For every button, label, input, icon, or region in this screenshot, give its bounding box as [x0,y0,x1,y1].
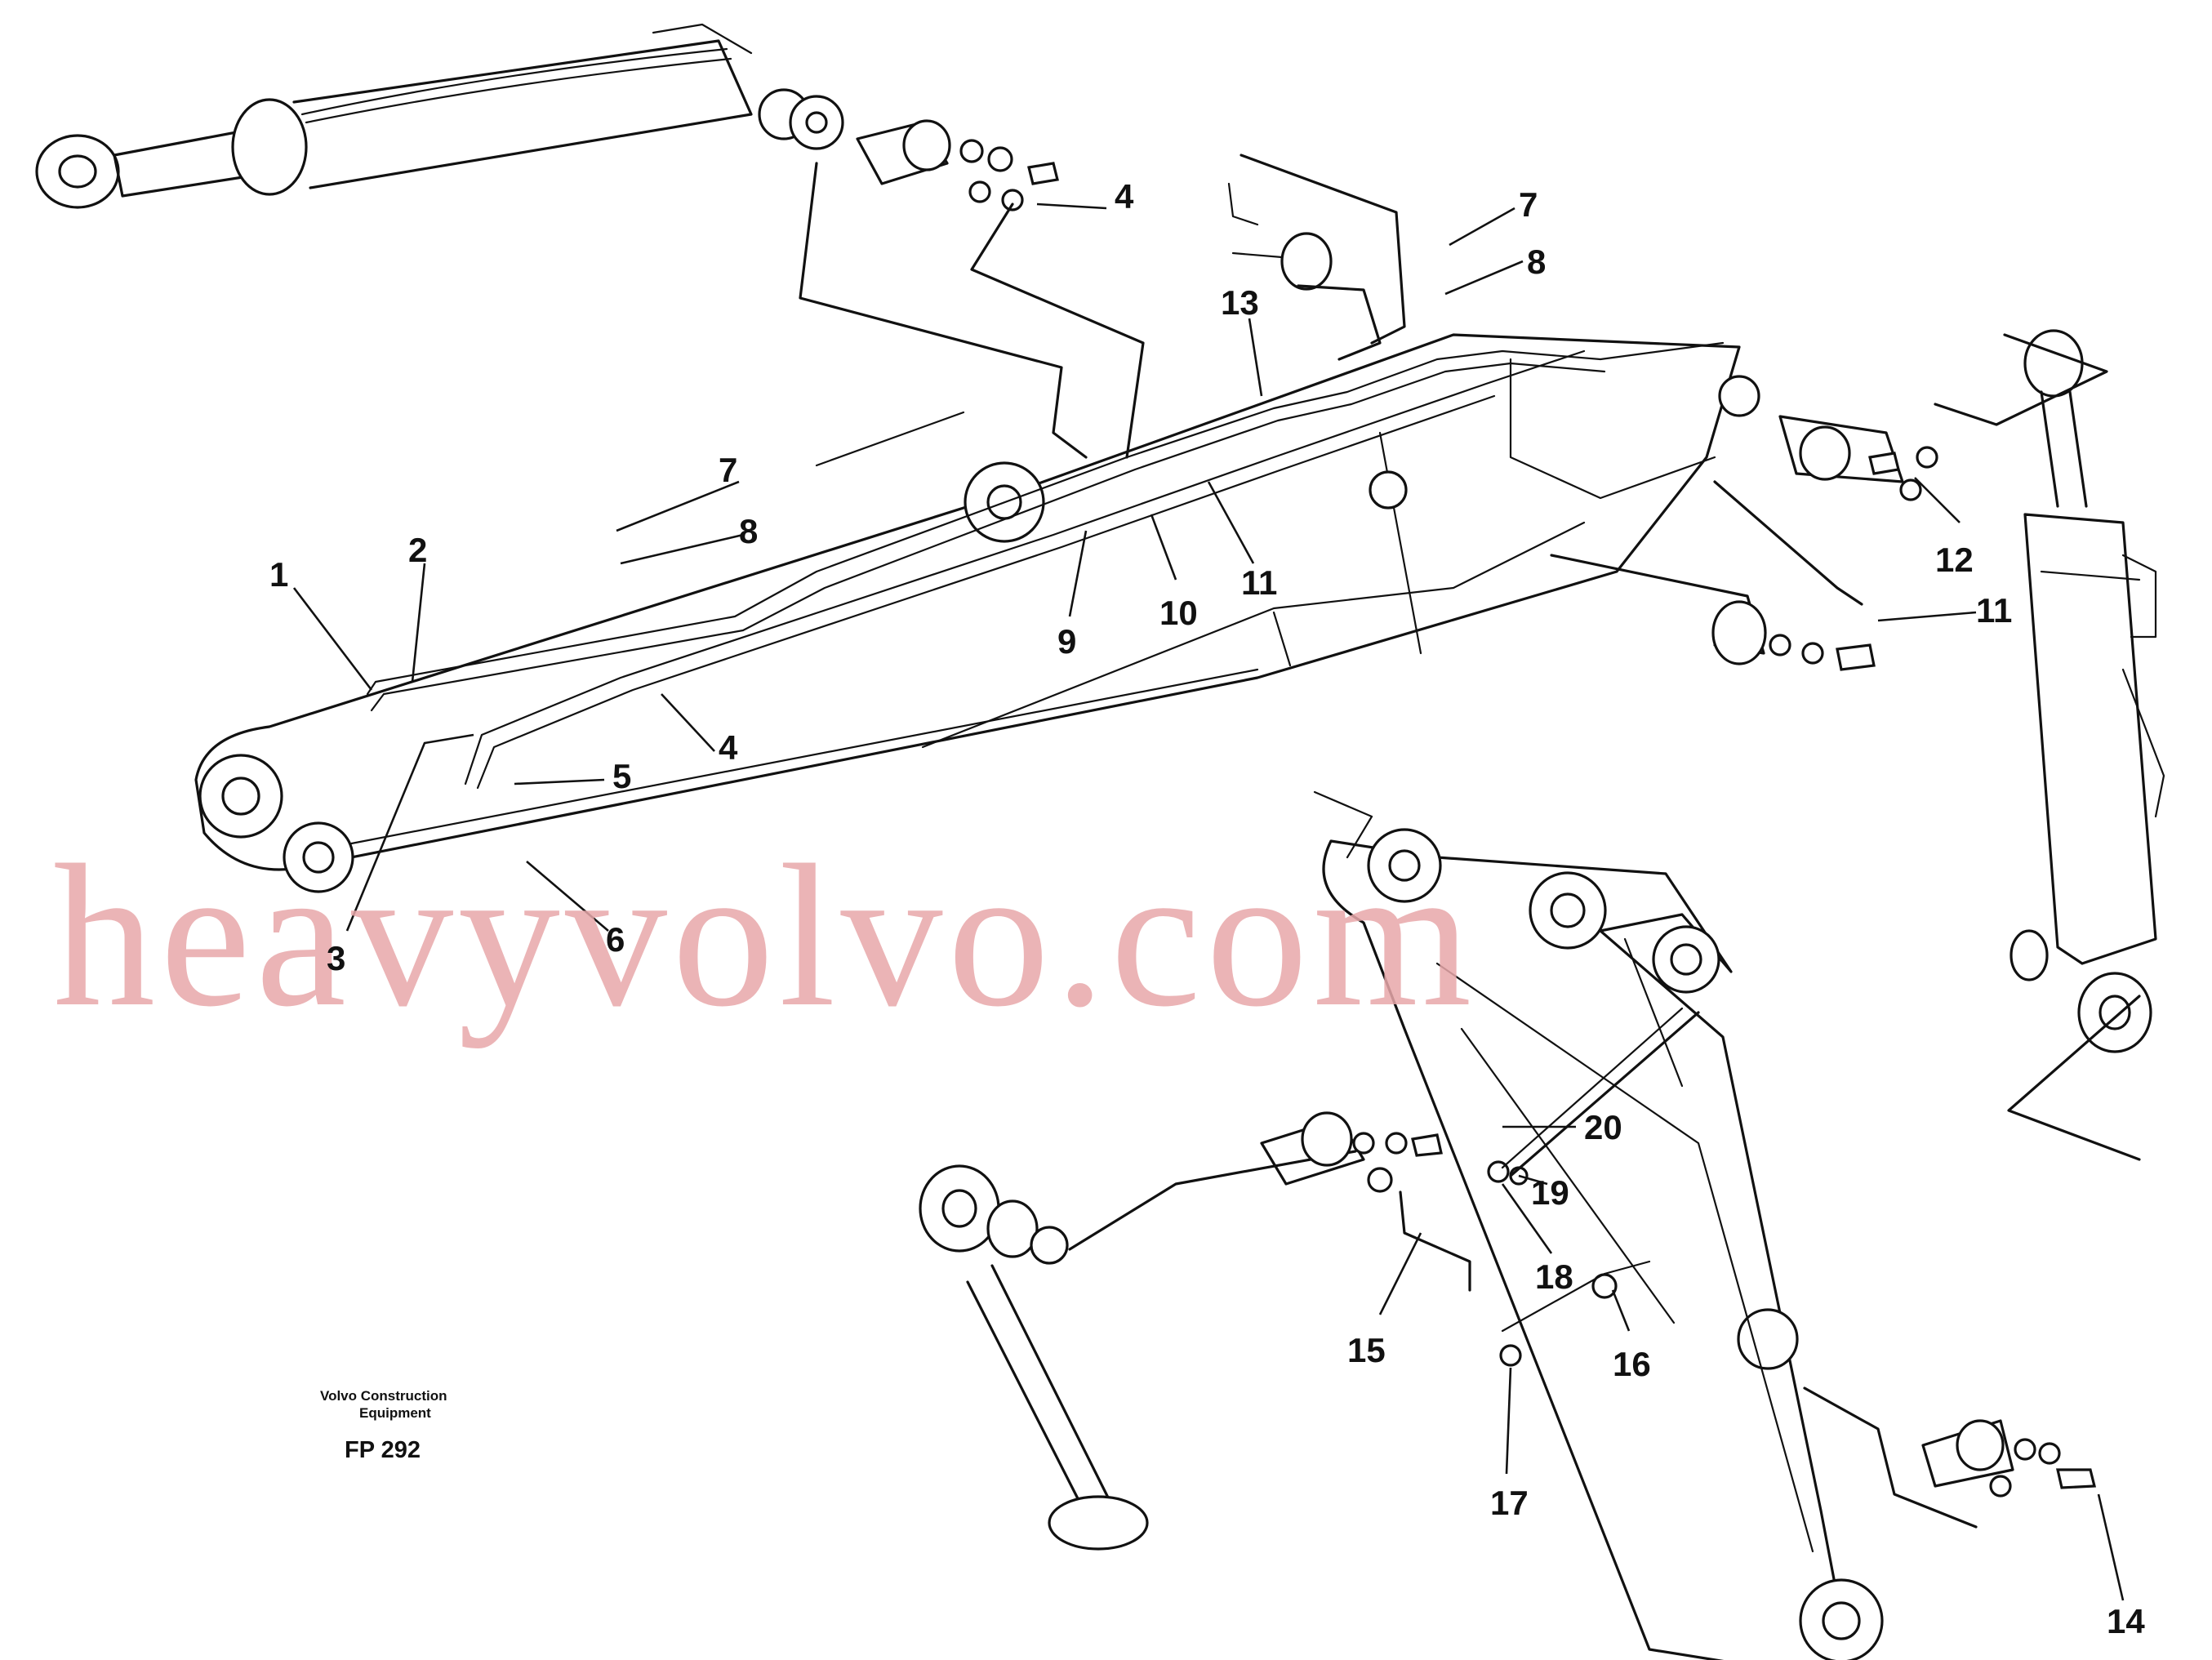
callout-14: 14 [2107,1602,2145,1640]
callout-5: 5 [612,757,631,795]
callout-15: 15 [1347,1331,1386,1369]
callout-4-boom: 4 [719,728,738,767]
center-pin-assembly [1260,1007,1700,1367]
callout-20: 20 [1584,1108,1622,1146]
left-link-rod [919,1150,1357,1551]
callout-17: 17 [1490,1484,1529,1522]
callout-19: 19 [1531,1173,1569,1212]
callout-12: 12 [1935,541,1974,579]
callout-labels: 1 2 3 4 4 5 6 7 7 8 8 9 10 11 11 12 13 1… [269,177,2145,1640]
top-pin-assembly [799,119,1145,459]
top-cylinder [35,23,844,209]
callout-2: 2 [408,531,427,569]
callout-9: 9 [1057,622,1076,661]
maker-name-line1: Volvo Construction [320,1388,447,1404]
callout-11-right: 11 [1976,591,2012,630]
callout-10: 10 [1159,594,1198,632]
figure-id: FP 292 [345,1437,421,1463]
watermark: heavyvolvo.com [53,823,1476,1049]
callout-13: 13 [1221,283,1259,322]
boom [194,333,1760,893]
callout-3: 3 [327,939,345,977]
callout-16: 16 [1613,1345,1651,1383]
right-cylinder [1934,329,2165,1161]
maker-name-line2: Equipment [359,1405,431,1421]
callout-8-left: 8 [739,512,758,550]
lower-arm [1313,790,1884,1660]
bottom-right-pin-assembly [1803,1386,2097,1529]
right-pin-assembly [1550,415,1938,671]
leader-lines [292,202,2125,1601]
callout-8-right: 8 [1527,243,1546,281]
callout-7-left: 7 [719,451,737,489]
mid-pin-assembly [1227,154,1406,361]
callout-1: 1 [269,555,288,594]
figure-footer: Volvo Construction Equipment FP 292 [320,1388,447,1463]
callout-4-top: 4 [1115,177,1134,216]
callout-18: 18 [1535,1257,1573,1296]
hydraulic-lines [366,341,1725,790]
callout-6: 6 [606,920,625,959]
callout-11-boom: 11 [1241,563,1277,602]
callout-7-right: 7 [1519,185,1538,224]
